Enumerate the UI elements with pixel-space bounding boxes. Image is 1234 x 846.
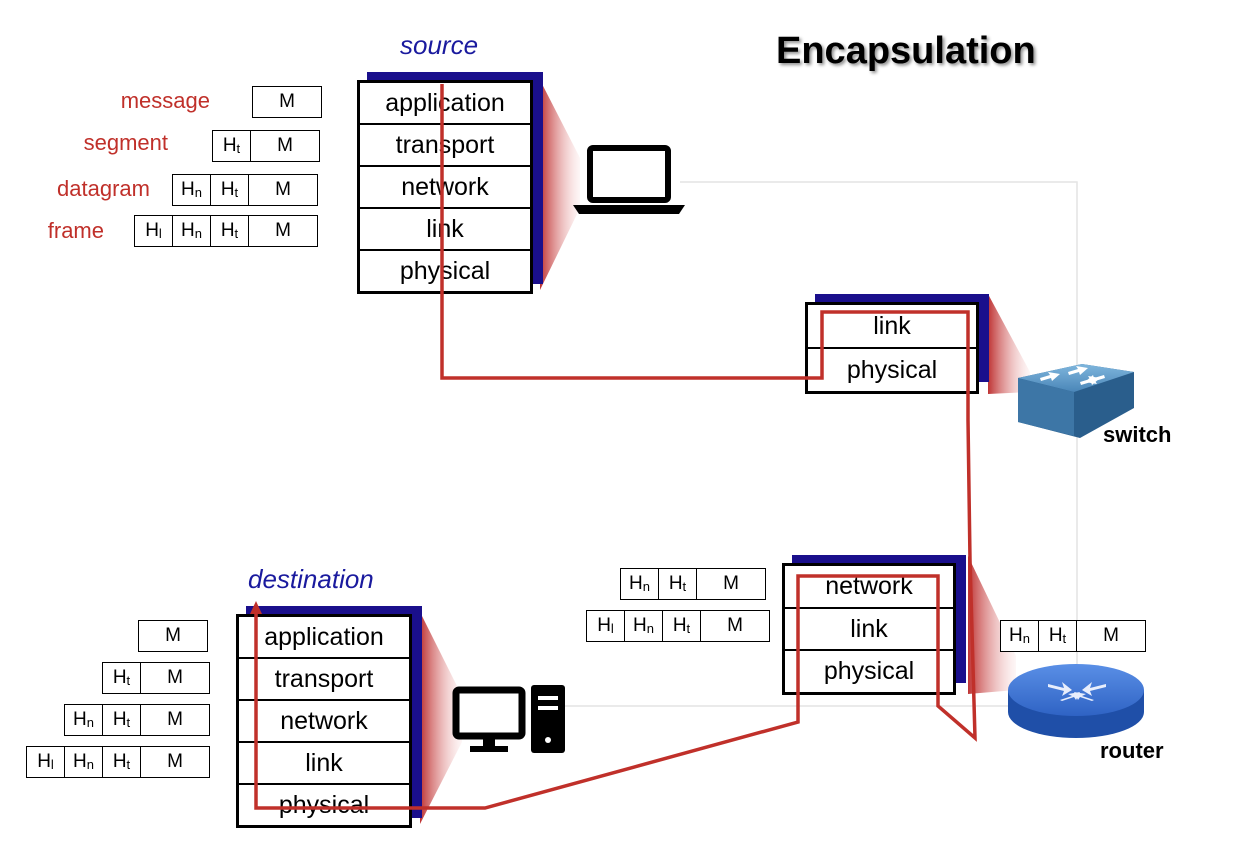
destination-layer-network: network	[239, 701, 409, 743]
router-label: router	[1100, 738, 1164, 763]
destination-layer-application: application	[239, 617, 409, 659]
pdu-label-message: message	[120, 88, 210, 113]
payload-m: M	[277, 135, 293, 156]
router-layer-physical: physical	[823, 657, 915, 686]
router-projection	[968, 556, 1016, 694]
destination-layer-transport: transport	[239, 659, 409, 701]
destination-label: destination	[248, 564, 374, 594]
switch-layer-physical: physical	[846, 355, 938, 384]
desktop-computer-icon	[452, 685, 565, 753]
destination-projection	[420, 612, 462, 824]
payload-m: M	[167, 709, 183, 730]
payload-m: M	[275, 179, 291, 200]
pdu-label-datagram: datagram	[57, 176, 150, 201]
switch-label: switch	[1103, 422, 1172, 447]
source-layer-physical: physical	[399, 256, 491, 285]
payload-m: M	[727, 615, 743, 636]
payload-m: M	[165, 625, 181, 646]
payload-m: M	[167, 751, 183, 772]
link-line-laptop-switch	[680, 181, 1078, 716]
destination-layer-physical: physical	[278, 790, 370, 819]
pdu-label-frame: frame	[47, 218, 104, 243]
data-path	[254, 84, 977, 810]
switch-projection	[988, 294, 1030, 394]
router-layer-link: link	[785, 609, 953, 652]
payload-m: M	[723, 573, 739, 594]
source-projection	[540, 80, 580, 290]
laptop-icon	[573, 145, 685, 214]
payload-m: M	[275, 220, 291, 241]
source-label: source	[400, 30, 479, 60]
source-layer-application: application	[360, 83, 530, 125]
payload-m: M	[167, 667, 183, 688]
destination-layer-link: link	[239, 743, 409, 785]
packet-message-source: M	[252, 86, 322, 118]
pdu-label-segment: segment	[83, 130, 168, 155]
data-path-arrowhead	[250, 601, 262, 614]
page-title: Encapsulation	[776, 30, 1036, 72]
packet-message-destination: M	[138, 620, 208, 652]
switch-icon	[1018, 364, 1134, 438]
switch-layer-link: link	[808, 305, 976, 349]
router-icon	[1008, 664, 1144, 738]
source-layer-network: network	[360, 167, 530, 209]
payload-m: M	[279, 91, 295, 112]
source-layer-transport: transport	[360, 125, 530, 167]
payload-m: M	[1103, 625, 1119, 646]
source-layer-link: link	[360, 209, 530, 251]
